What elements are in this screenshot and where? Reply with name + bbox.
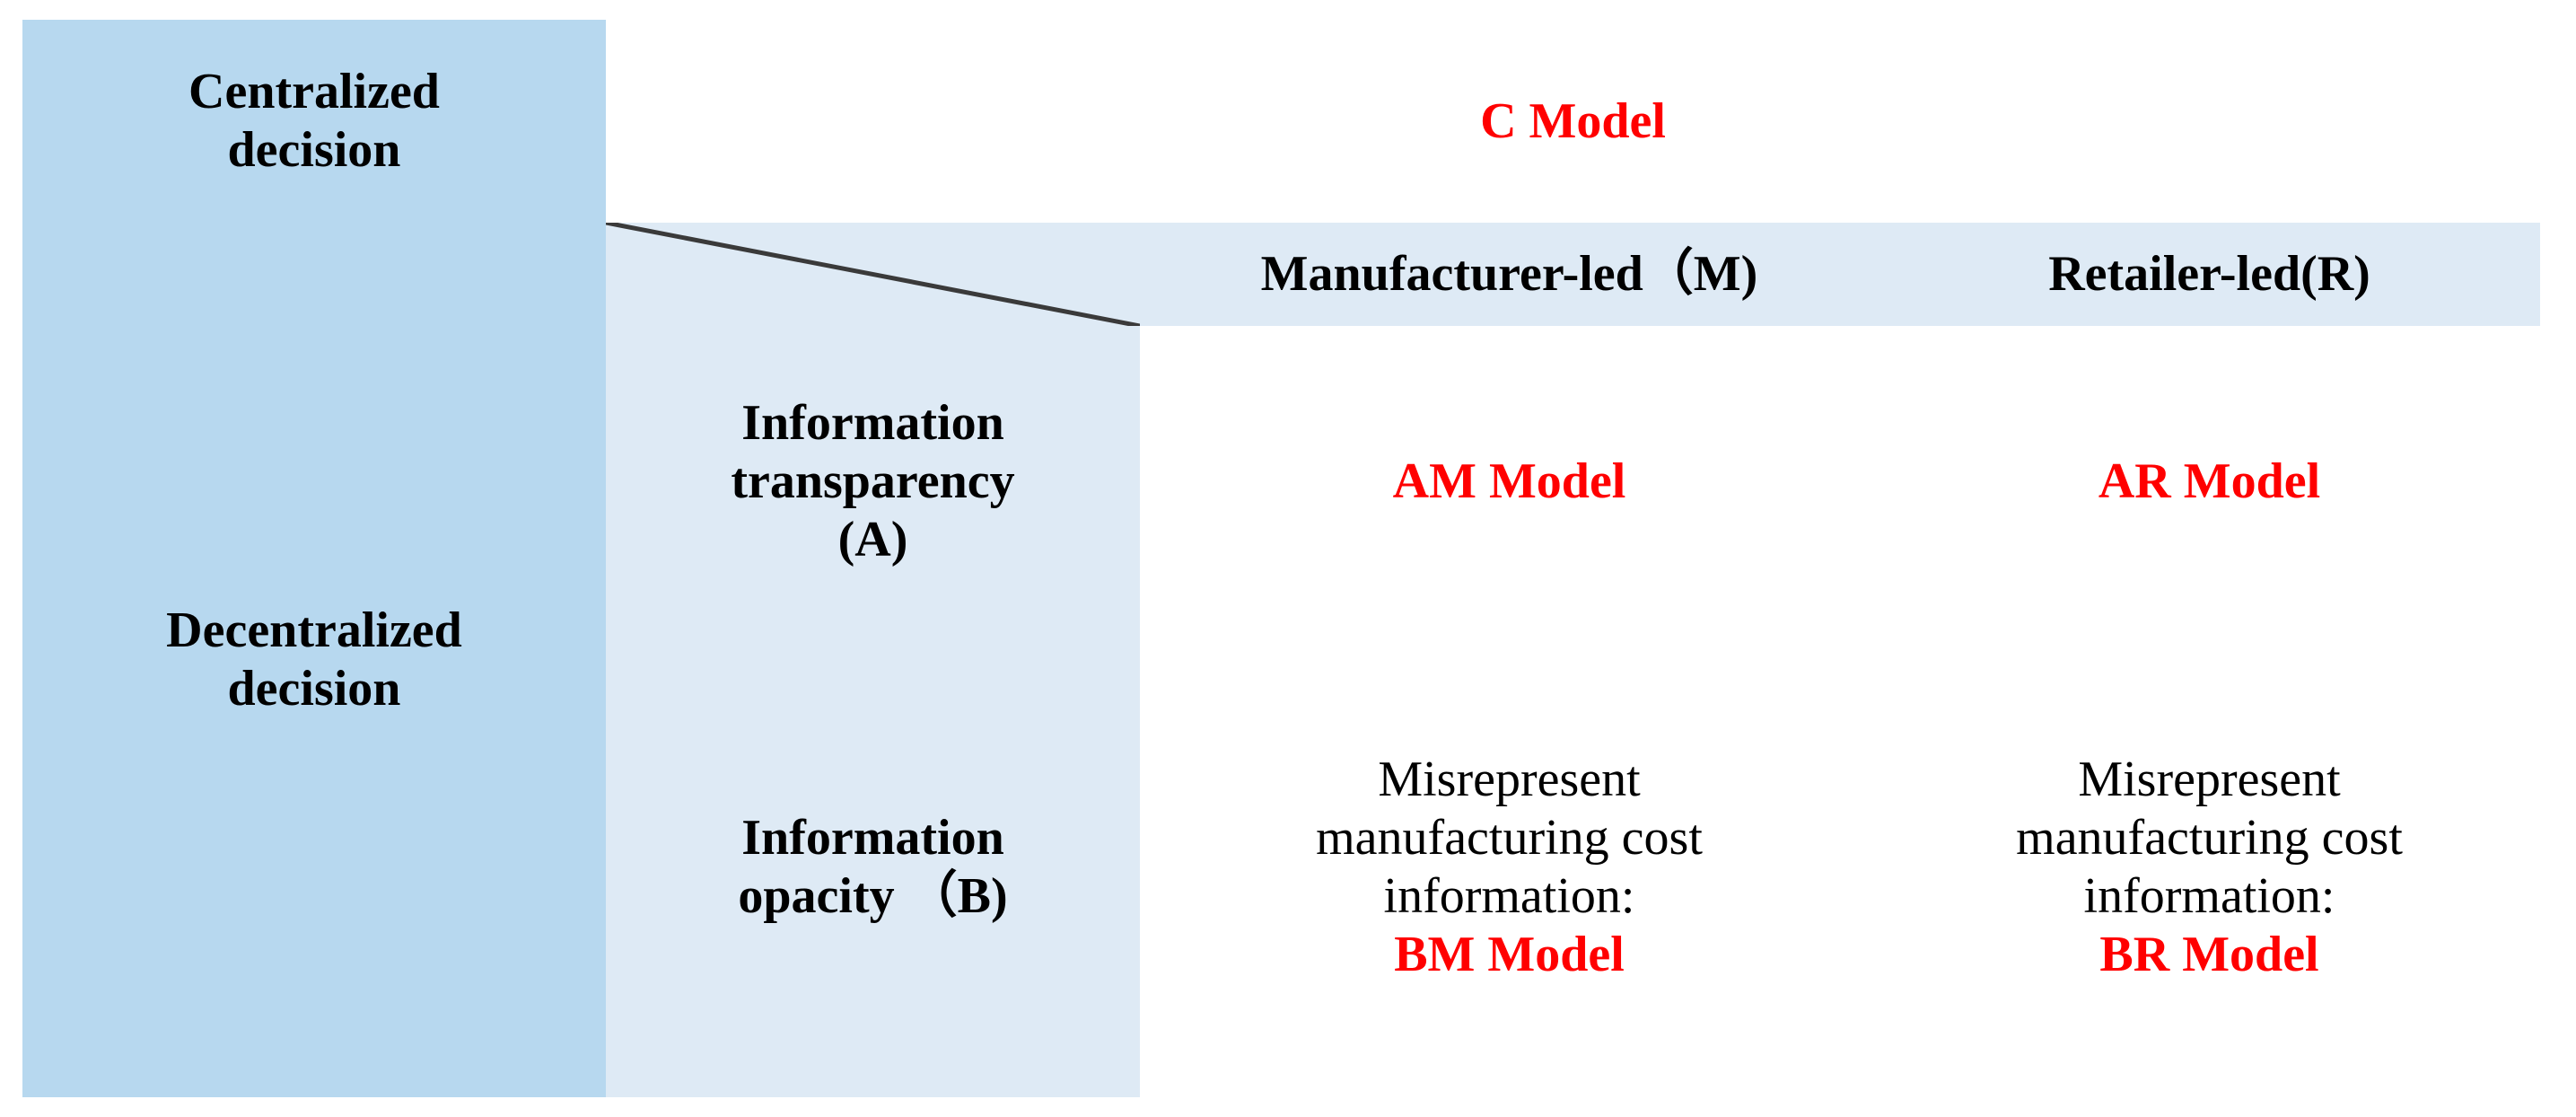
table-row-information-transparency: Information transparency (A) AM Model AR… xyxy=(22,326,2541,638)
information-opacity-line-1: Information xyxy=(741,810,1004,866)
br-misrepresent-line-3: information: xyxy=(2083,868,2335,924)
decentralized-decision-line-2: decision xyxy=(227,661,401,717)
br-misrepresent-line-2: manufacturing cost xyxy=(2016,810,2403,866)
table-row-column-headers: Decentralized decision Manufacturer-led（… xyxy=(22,223,2541,1097)
information-transparency-line-1: Information xyxy=(741,395,1004,452)
cell-ar-model: AR Model xyxy=(1879,326,2541,638)
column-header-retailer-led: Retailer-led(R) xyxy=(1879,223,2541,326)
column-header-manufacturer-led-label: Manufacturer-led（M) xyxy=(1260,246,1758,303)
bm-misrepresent-line-2: manufacturing cost xyxy=(1316,810,1703,866)
cell-br-model: Misrepresent manufacturing cost informat… xyxy=(1879,638,2541,1097)
br-model-label: BR Model xyxy=(2099,926,2319,982)
table-row-information-opacity: Information opacity （B) Misrepresent man… xyxy=(22,638,2541,1097)
bm-misrepresent-line-3: information: xyxy=(1383,868,1635,924)
decentralized-decision-line-1: Decentralized xyxy=(166,602,462,659)
information-transparency-line-3: (A) xyxy=(837,511,908,567)
row-label-centralized-decision: Centralized decision xyxy=(22,20,606,223)
cell-am-model: AM Model xyxy=(1140,326,1879,638)
br-misrepresent-line-1: Misrepresent xyxy=(2078,752,2341,808)
bm-model-label: BM Model xyxy=(1394,926,1625,982)
header-corner-diagonal-cell xyxy=(606,223,1140,326)
c-model-label: C Model xyxy=(1480,92,1666,149)
row-label-decentralized-decision: Decentralized decision xyxy=(22,223,606,1097)
model-comparison-table: Centralized decision C Model Decentraliz… xyxy=(22,20,2541,1097)
centralized-decision-line-1: Centralized xyxy=(188,64,440,120)
ar-model-label: AR Model xyxy=(2098,453,2321,510)
comparison-table-container: Centralized decision C Model Decentraliz… xyxy=(22,20,2541,1097)
am-model-label: AM Model xyxy=(1392,453,1626,510)
row-label-information-opacity: Information opacity （B) xyxy=(606,638,1140,1097)
table-row-centralized: Centralized decision C Model xyxy=(22,20,2541,223)
diagonal-divider-line xyxy=(606,223,1140,326)
cell-c-model: C Model xyxy=(606,20,2541,223)
column-header-manufacturer-led: Manufacturer-led（M) xyxy=(1140,223,1879,326)
row-label-information-transparency: Information transparency (A) xyxy=(606,326,1140,638)
column-header-retailer-led-label: Retailer-led(R) xyxy=(2048,246,2370,303)
cell-bm-model: Misrepresent manufacturing cost informat… xyxy=(1140,638,1879,1097)
bm-misrepresent-line-1: Misrepresent xyxy=(1378,752,1641,808)
information-transparency-line-2: transparency xyxy=(731,453,1015,510)
information-opacity-line-2: opacity （B) xyxy=(738,868,1008,924)
centralized-decision-line-2: decision xyxy=(227,122,401,178)
